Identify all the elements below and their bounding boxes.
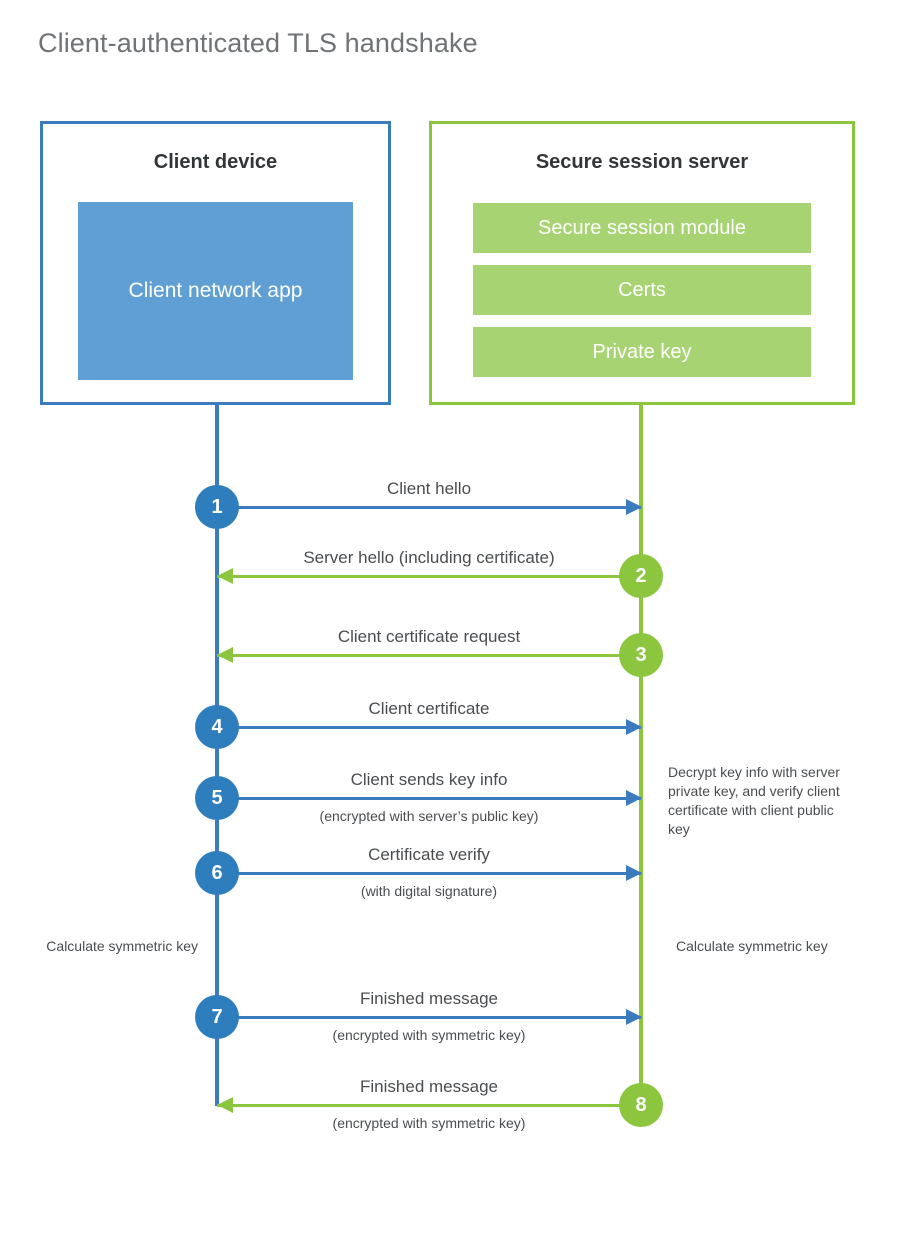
- message-7-line: [217, 1016, 641, 1019]
- message-3-arrowhead-icon: [217, 647, 233, 663]
- certs-block: Certs: [473, 265, 811, 315]
- message-5-arrowhead-icon: [626, 790, 642, 806]
- step-badge-6: 6: [195, 851, 239, 895]
- message-8-line: [217, 1104, 641, 1107]
- client-lifeline: [215, 405, 219, 1106]
- message-5-line: [217, 797, 641, 800]
- step-badge-1: 1: [195, 485, 239, 529]
- secure-session-server-title: Secure session server: [535, 151, 749, 173]
- secure-session-module-block: Secure session module: [473, 203, 811, 253]
- step-badge-8: 8: [619, 1083, 663, 1127]
- client-network-app-block: Client network app: [78, 202, 353, 380]
- message-3-label: Client certificate request: [337, 627, 521, 646]
- message-8-sublabel: (encrypted with symmetric key): [332, 1115, 526, 1131]
- client-device-title: Client device: [153, 151, 278, 173]
- message-6-line: [217, 872, 641, 875]
- message-5-label: Client sends key info: [350, 770, 508, 789]
- message-6-sublabel: (with digital signature): [360, 883, 498, 899]
- message-4-label: Client certificate: [368, 699, 490, 718]
- participant-secure-session-server: Secure session server Secure session mod…: [429, 121, 855, 405]
- server-decrypt-note: Decrypt key info with server private key…: [668, 764, 840, 837]
- message-2-line: [217, 575, 641, 578]
- message-2-label: Server hello (including certificate): [303, 548, 555, 567]
- client-calculate-symmetric-key-note: Calculate symmetric key: [46, 938, 198, 954]
- step-badge-2: 2: [619, 554, 663, 598]
- step-badge-3: 3: [619, 633, 663, 677]
- message-8-label: Finished message: [360, 1077, 498, 1096]
- message-7-label: Finished message: [360, 989, 498, 1008]
- message-1-line: [217, 506, 641, 509]
- message-3-line: [217, 654, 641, 657]
- message-4-arrowhead-icon: [626, 719, 642, 735]
- step-badge-5: 5: [195, 776, 239, 820]
- server-calculate-symmetric-key-note: Calculate symmetric key: [676, 938, 828, 954]
- step-badge-4: 4: [195, 705, 239, 749]
- page-title: Client-authenticated TLS handshake: [38, 28, 478, 58]
- message-6-label: Certificate verify: [368, 845, 490, 864]
- participant-client-device: Client device Client network app: [40, 121, 391, 405]
- step-badge-7: 7: [195, 995, 239, 1039]
- message-1-label: Client hello: [386, 479, 472, 498]
- message-7-arrowhead-icon: [626, 1009, 642, 1025]
- message-4-line: [217, 726, 641, 729]
- message-8-arrowhead-icon: [217, 1097, 233, 1113]
- server-lifeline: [639, 405, 643, 1106]
- message-6-arrowhead-icon: [626, 865, 642, 881]
- message-1-arrowhead-icon: [626, 499, 642, 515]
- private-key-block: Private key: [473, 327, 811, 377]
- message-5-sublabel: (encrypted with server’s public key): [319, 808, 539, 824]
- message-2-arrowhead-icon: [217, 568, 233, 584]
- message-7-sublabel: (encrypted with symmetric key): [332, 1027, 526, 1043]
